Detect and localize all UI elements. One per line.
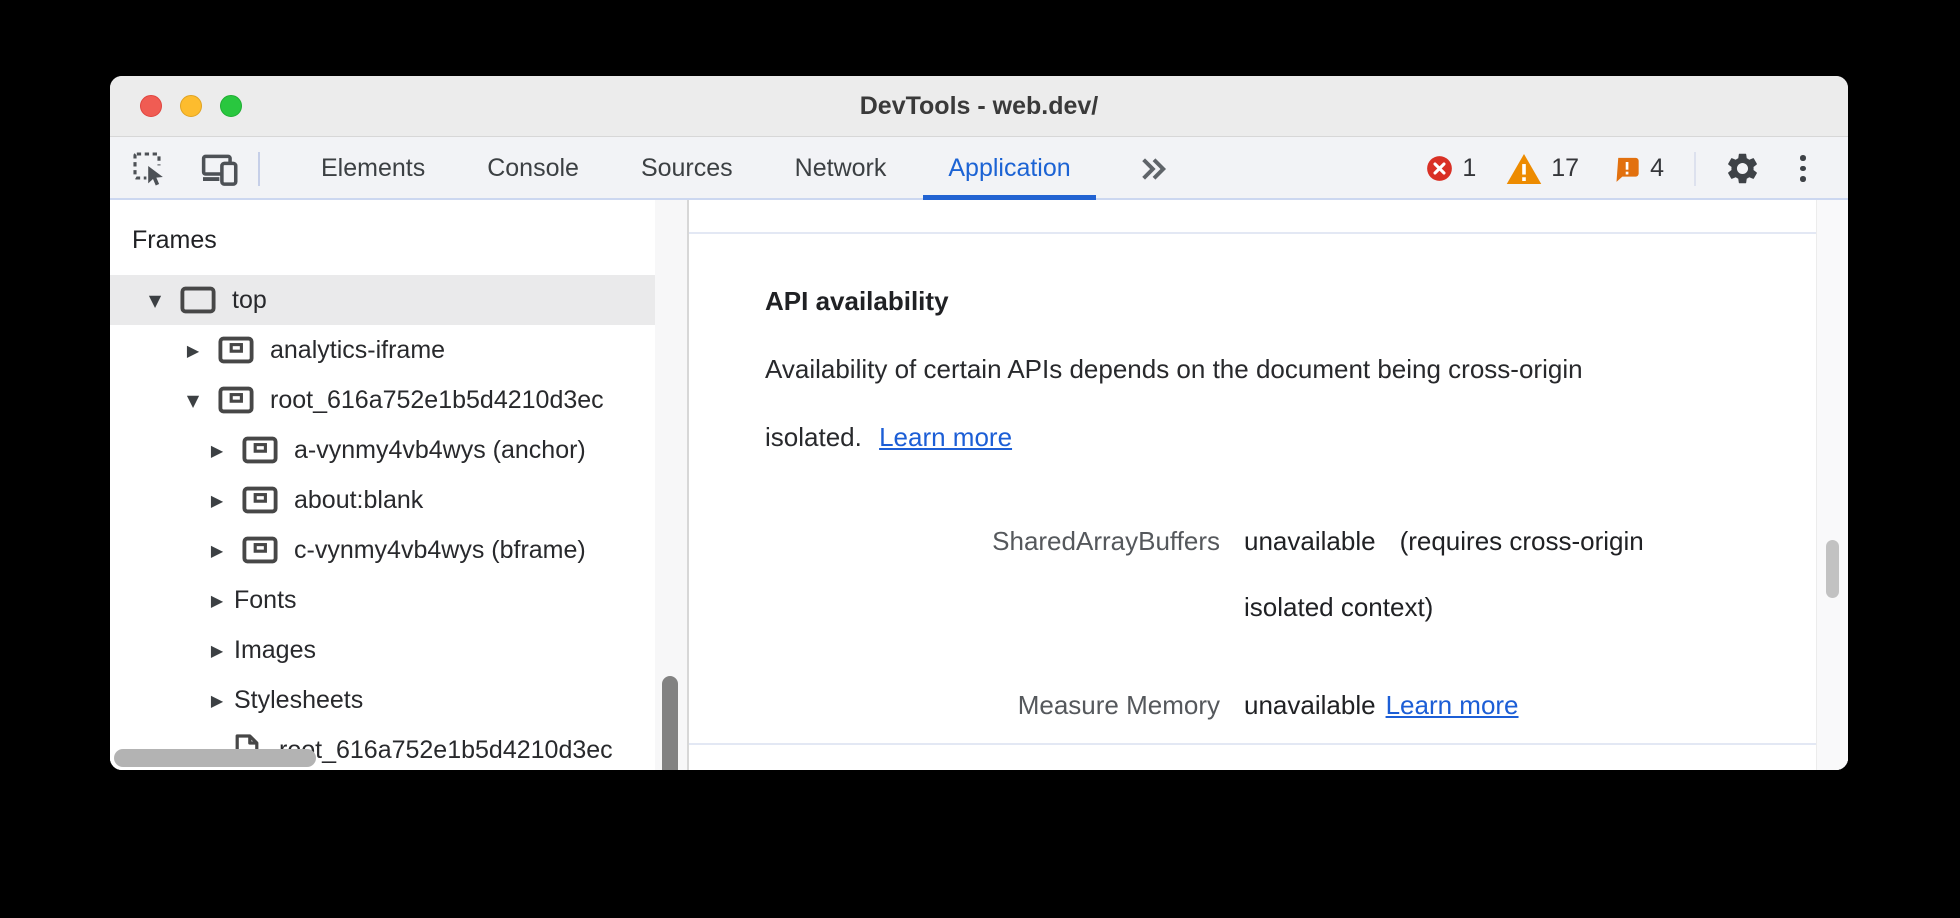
- tree-item-label: Fonts: [234, 585, 297, 614]
- inspect-element-icon[interactable]: [128, 145, 172, 193]
- sidebar-vertical-scrollbar[interactable]: [662, 676, 678, 770]
- sidebar-scrollbar-track: [655, 200, 687, 770]
- api-row-note: isolated context): [1244, 592, 1434, 622]
- api-row-value: unavailable(requires cross-origin: [1244, 526, 1644, 556]
- tab-console[interactable]: Console: [487, 154, 579, 182]
- iframe-icon: [242, 486, 278, 514]
- tree-item-label: Images: [234, 635, 316, 664]
- issue-count: 4: [1650, 154, 1664, 182]
- iframe-icon: [218, 386, 254, 414]
- tab-application[interactable]: Application: [917, 137, 1101, 200]
- frames-sidebar: Frames ▼ top ▶ analytics-iframe: [110, 200, 655, 770]
- learn-more-link[interactable]: Learn more: [1385, 690, 1519, 720]
- traffic-lights: [140, 76, 242, 136]
- api-availability-panel: API availability Availability of certain…: [689, 200, 1848, 770]
- tab-elements[interactable]: Elements: [321, 154, 426, 182]
- tree-item-label: root_616a752e1b5d4210d3ec: [270, 385, 604, 414]
- panel-content: Frames ▼ top ▶ analytics-iframe: [110, 200, 1848, 770]
- toolbar-divider: [1694, 151, 1696, 186]
- section-divider: [689, 232, 1822, 234]
- main-scrollbar-track: [1816, 200, 1848, 770]
- issues-icon[interactable]: [1613, 155, 1641, 183]
- chevron-right-icon[interactable]: ▶: [210, 440, 224, 460]
- api-row-name: SharedArrayBuffers: [992, 526, 1220, 556]
- tree-item-label: analytics-iframe: [270, 335, 446, 364]
- title-bar: DevTools - web.dev/: [110, 76, 1848, 137]
- frames-section-title: Frames: [132, 226, 217, 254]
- tree-item-stylesheet-resource[interactable]: root_616a752e1b5d4210d3ec: [110, 725, 655, 770]
- section-heading: API availability: [765, 286, 949, 316]
- settings-gear-icon[interactable]: [1720, 145, 1764, 193]
- tree-item-fonts[interactable]: ▶ Fonts: [110, 575, 655, 625]
- more-tabs-icon[interactable]: [1132, 145, 1176, 193]
- panel-tabs: Elements Console Sources Network Applica…: [290, 137, 1102, 200]
- frame-window-icon: [180, 286, 216, 314]
- tree-item-analytics-iframe[interactable]: ▶ analytics-iframe: [110, 325, 655, 375]
- tree-item-label: c-vynmy4vb4wys (bframe): [294, 535, 586, 564]
- chevron-right-icon[interactable]: ▶: [210, 490, 224, 510]
- chevron-right-icon[interactable]: ▶: [210, 540, 224, 560]
- toolbar-divider: [258, 151, 260, 186]
- tab-network[interactable]: Network: [794, 154, 887, 182]
- device-toolbar-icon[interactable]: [198, 145, 242, 193]
- tree-item-anchor-frame[interactable]: ▶ a-vynmy4vb4wys (anchor): [110, 425, 655, 475]
- tab-sources[interactable]: Sources: [640, 154, 733, 182]
- panel-divider: [687, 200, 689, 770]
- minimize-window-button[interactable]: [180, 95, 202, 117]
- error-icon[interactable]: [1426, 155, 1453, 182]
- tree-item-root-frame[interactable]: ▼ root_616a752e1b5d4210d3ec: [110, 375, 655, 425]
- kebab-menu-icon[interactable]: [1786, 145, 1820, 193]
- chevron-down-icon[interactable]: ▼: [186, 390, 200, 410]
- warning-count: 17: [1551, 154, 1580, 182]
- iframe-icon: [218, 336, 254, 364]
- tree-item-about-blank[interactable]: ▶ about:blank: [110, 475, 655, 525]
- chevron-down-icon[interactable]: ▼: [148, 290, 162, 310]
- iframe-icon: [242, 436, 278, 464]
- warning-icon[interactable]: [1506, 153, 1542, 185]
- chevron-right-icon[interactable]: ▶: [210, 590, 224, 610]
- toolbar-status-area: 1 17 4: [1426, 145, 1820, 193]
- error-count: 1: [1462, 154, 1477, 182]
- api-row-name: Measure Memory: [1017, 690, 1220, 720]
- tree-item-bframe[interactable]: ▶ c-vynmy4vb4wys (bframe): [110, 525, 655, 575]
- main-vertical-scrollbar[interactable]: [1826, 540, 1839, 598]
- window-title: DevTools - web.dev/: [859, 91, 1099, 120]
- tree-item-label: root_616a752e1b5d4210d3ec: [279, 735, 613, 764]
- chevron-right-icon[interactable]: ▶: [210, 640, 224, 660]
- chevron-right-icon[interactable]: ▶: [210, 690, 224, 710]
- tree-item-label: about:blank: [294, 485, 424, 514]
- sidebar-horizontal-scrollbar[interactable]: [114, 749, 316, 767]
- description-line: isolated. Learn more: [765, 422, 1013, 452]
- section-divider: [689, 743, 1822, 745]
- description-line: Availability of certain APIs depends on …: [765, 354, 1583, 384]
- close-window-button[interactable]: [140, 95, 162, 117]
- iframe-icon: [242, 536, 278, 564]
- tree-item-stylesheets[interactable]: ▶ Stylesheets: [110, 675, 655, 725]
- tree-item-top[interactable]: ▼ top: [110, 275, 655, 325]
- tree-item-label: Stylesheets: [234, 685, 364, 714]
- tree-item-images[interactable]: ▶ Images: [110, 625, 655, 675]
- tree-item-label: top: [232, 285, 267, 314]
- devtools-toolbar: Elements Console Sources Network Applica…: [110, 137, 1848, 200]
- zoom-window-button[interactable]: [220, 95, 242, 117]
- chevron-right-icon[interactable]: ▶: [186, 340, 200, 360]
- tree-item-label: a-vynmy4vb4wys (anchor): [294, 435, 586, 464]
- learn-more-link[interactable]: Learn more: [879, 422, 1013, 452]
- devtools-window: DevTools - web.dev/ Elements: [110, 76, 1848, 770]
